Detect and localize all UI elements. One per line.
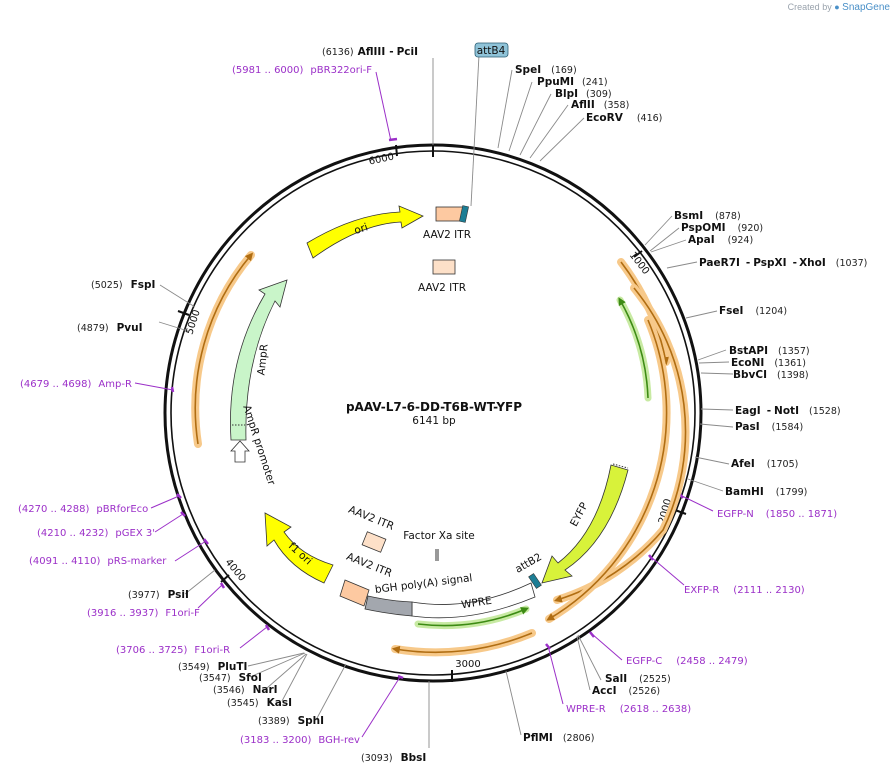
leader-lines [158, 54, 734, 748]
enzyme-label-blpi: BlpI(309) [555, 88, 612, 100]
attb4-marker [459, 205, 469, 223]
enzyme-label-pflmi: PflMI(2806) [523, 732, 594, 744]
tick-label-5000: 5000 [184, 308, 202, 336]
primer-label-bgh-rev: (3183 .. 3200)BGH-rev [240, 735, 360, 746]
enzyme-label-bsmi: BsmI(878) [674, 210, 741, 222]
primer-label-f1ori-f: (3916 .. 3937)F1ori-F [87, 608, 200, 619]
enzyme-label-sali: SalI(2525) [605, 673, 671, 685]
factor-xa-label: Factor Xa site [403, 530, 474, 542]
enzyme-label-afei: AfeI(1705) [731, 458, 798, 470]
enzyme-label-pasi: PasI(1584) [735, 421, 803, 433]
primer-labels: (5981 .. 6000)pBR322ori-F EGFP-N(1850 ..… [18, 65, 837, 746]
enzyme-label-fsei: FseI(1204) [719, 305, 787, 317]
ampr-arrow [230, 279, 288, 441]
enzyme-label-bbvci: BbvCI(1398) [733, 369, 809, 381]
ampr-promoter-label: AmpR promoter [240, 404, 277, 488]
enzyme-labels: (6136)AflIII-PciI SpeI(169) PpuMI(241) B… [77, 46, 867, 764]
primer-label-wpre-r: WPRE-R(2618 .. 2638) [566, 704, 691, 715]
enzyme-label-pspomi: PspOMI(920) [681, 222, 763, 234]
enzyme-label-apai: ApaI(924) [688, 234, 753, 246]
plasmid-name: pAAV-L7-6-DD-T6B-WT-YFP [346, 400, 522, 414]
snapgene-logo-icon: ● [834, 2, 840, 12]
f1-ori-arrow [264, 512, 334, 584]
enzyme-label-kasi: (3545)KasI [227, 697, 292, 709]
enzyme-label-pvui: (4879)PvuI [77, 322, 143, 334]
position-ticks [177, 144, 687, 682]
attb4-label: attB4 [477, 45, 506, 57]
primer-label-egfp-n: EGFP-N(1850 .. 1871) [717, 509, 837, 520]
tick-label-4000: 4000 [223, 557, 248, 584]
bgh-polya-box [364, 595, 413, 617]
green-tracks [414, 296, 652, 629]
primer-label-pbr322ori-f: (5981 .. 6000)pBR322ori-F [232, 65, 372, 76]
plasmid-length: 6141 bp [412, 415, 456, 427]
primer-marks [170, 137, 684, 680]
primer-label-prs-marker: (4091 .. 4110)pRS-marker [29, 556, 167, 567]
tick-label-6000: 6000 [368, 152, 395, 168]
aav2-itr-bottom-label-a: AAV2 ITR [347, 504, 396, 533]
attb2-marker [528, 573, 542, 589]
enzyme-label-pluti: (3549)PluTI [178, 661, 247, 673]
orf-tracks [191, 251, 690, 657]
aav2-itr-bottom-light-box [361, 531, 387, 553]
primer-label-amp-r: (4679 .. 4698)Amp-R [20, 379, 132, 390]
aav2-itr-bottom-box [339, 579, 370, 607]
primer-label-exfp-r: EXFP-R(2111 .. 2130) [684, 585, 805, 596]
primer-label-f1ori-r: (3706 .. 3725)F1ori-R [116, 645, 230, 656]
ori-label: ori [353, 221, 370, 237]
snapgene-brand: Created by ● SnapGene [788, 2, 890, 13]
enzyme-label-psii: (3977)PsiI [128, 589, 189, 601]
enzyme-label-paer7i-pspxi-xhoi: PaeR7I-PspXI-XhoI(1037) [699, 257, 867, 269]
aav2-itr-inner-box [432, 259, 456, 275]
tick-label-3000: 3000 [455, 659, 480, 670]
enzyme-label-sfoi: (3547)SfoI [199, 672, 262, 684]
enzyme-label-bamhi: BamHI(1799) [725, 486, 807, 498]
enzyme-label-ecorv: EcoRV(416) [586, 112, 662, 124]
aav2-itr-bottom-label-b: AAV2 ITR [345, 551, 394, 580]
eyfp-label: EYFP [568, 501, 591, 529]
wpre-label: WPRE [460, 595, 492, 612]
enzyme-label-bbsi: (3093)BbsI [361, 752, 426, 764]
enzyme-label-ppumi: PpuMI(241) [537, 76, 608, 88]
ori-arrow [306, 205, 424, 259]
enzyme-label-bstapi: BstAPI(1357) [729, 345, 810, 357]
enzyme-label-econi: EcoNI(1361) [731, 357, 806, 369]
enzyme-label-sphi: (3389)SphI [258, 715, 324, 727]
eyfp-dotted [612, 463, 629, 469]
enzyme-label-aflIII-pcii: (6136)AflIII-PciI [322, 46, 418, 58]
attb4-badge [474, 42, 509, 58]
brand-name: SnapGene [842, 2, 890, 13]
aav2-itr-inner-label: AAV2 ITR [418, 282, 466, 294]
enzyme-label-acci: AccI(2526) [592, 685, 660, 697]
ampr-label: AmpR [255, 343, 270, 375]
eyfp-arrow [541, 464, 629, 584]
primer-label-egfp-c: EGFP-C(2458 .. 2479) [626, 656, 748, 667]
ampr-promoter-arrow [230, 440, 250, 463]
brand-prefix: Created by [787, 2, 832, 12]
wpre-arrow [411, 582, 536, 619]
primer-label-pgex-3: (4210 .. 4232)pGEX 3' [37, 528, 155, 539]
aav2-itr-top-label: AAV2 ITR [423, 229, 471, 241]
primer-label-pbrforeco: (4270 .. 4288)pBRforEco [18, 504, 148, 515]
enzyme-label-aflii: AflII(358) [571, 99, 629, 111]
primer-lines [134, 71, 714, 738]
enzyme-label-nari: (3546)NarI [213, 684, 278, 696]
attb2-label: attB2 [513, 551, 544, 576]
enzyme-label-fspi: (5025)FspI [91, 279, 155, 291]
enzyme-label-eagi-noti: EagI-NotI(1528) [735, 405, 841, 417]
enzyme-label-spei: SpeI(169) [515, 64, 577, 76]
